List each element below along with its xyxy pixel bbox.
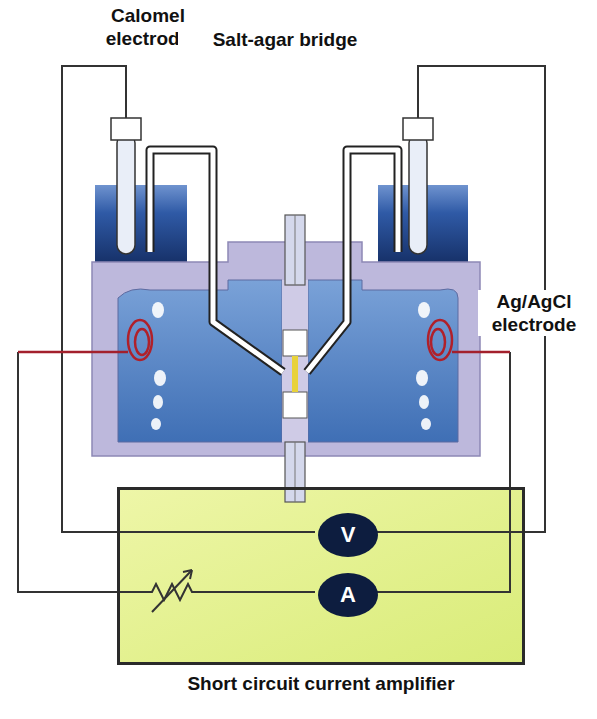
voltmeter: V: [318, 513, 378, 557]
electrode-label: Ag/AgCl electrode: [478, 290, 590, 336]
meter-symbol: V: [341, 523, 356, 547]
tube-line: [295, 215, 296, 285]
agcl-coil: [128, 320, 452, 360]
tissue-holder: [283, 330, 307, 356]
chamber-fluid: [308, 280, 458, 442]
chamber-fluid: [118, 280, 282, 442]
bridge-label: Salt-agar bridge: [178, 28, 392, 51]
amplifier-box: Short circuit current amplifierVA: [117, 487, 525, 665]
calomel-beaker: [95, 185, 187, 265]
electrode-cap: [403, 118, 433, 140]
gas-bubbles: [151, 302, 431, 430]
ammeter: A: [318, 573, 378, 617]
red-wire: [18, 351, 510, 354]
tissue-holder: [283, 392, 307, 418]
meter-symbol: A: [340, 583, 356, 607]
wire: [18, 66, 545, 592]
calomel-tube: [117, 134, 135, 254]
tube-line: [295, 442, 296, 502]
salt-agar-bridge: [150, 150, 398, 372]
amplifier-caption: Short circuit current amplifier: [80, 672, 562, 695]
electrode-cap: [111, 118, 141, 140]
chamber-partition: [282, 280, 308, 442]
tissue-membrane: [292, 356, 298, 392]
gas-tube: [285, 442, 305, 502]
amplifier-fill: [117, 487, 525, 665]
gas-tube: [285, 215, 305, 285]
variable-resistor: [146, 570, 200, 612]
calomel-tube: [409, 134, 427, 254]
